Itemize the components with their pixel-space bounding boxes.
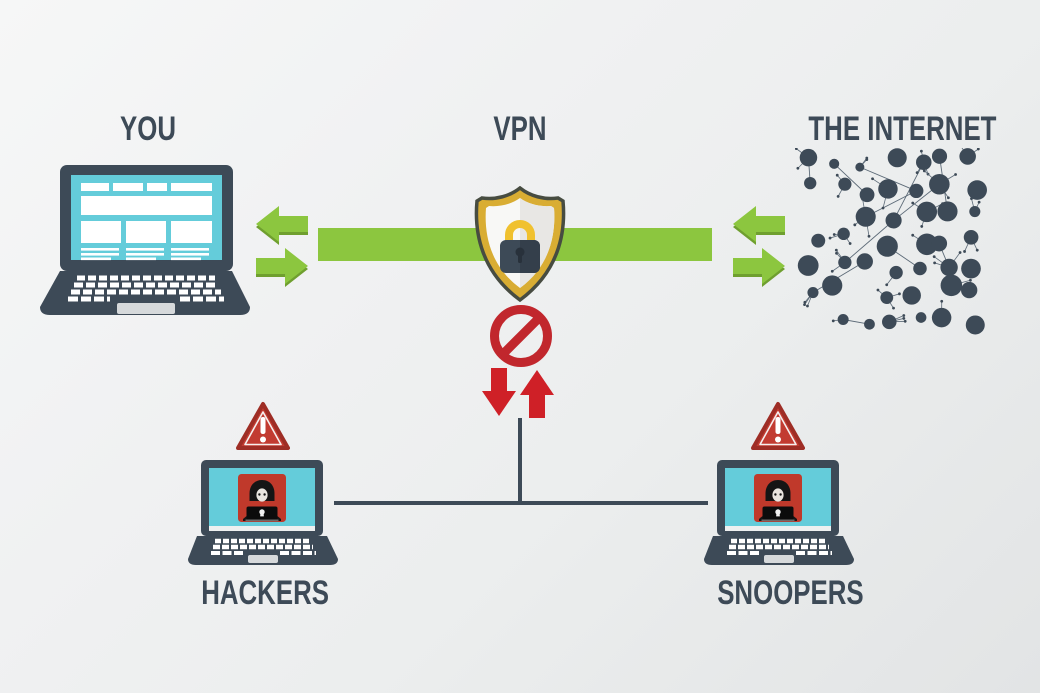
hacker-icon	[238, 474, 286, 522]
skull-icon	[775, 509, 781, 515]
hacker-laptop-icon	[188, 460, 338, 565]
laptop-trackpad	[764, 555, 794, 563]
exclamation-mark	[260, 417, 266, 434]
internet-network-icon	[795, 148, 987, 335]
no-entry-icon	[490, 305, 552, 367]
skull-icon	[259, 509, 265, 515]
label-the-internet: THE INTERNET	[808, 110, 997, 148]
warning-triangle-icon	[236, 402, 290, 450]
hacker-icon	[754, 474, 802, 522]
warning-triangle-icon	[751, 402, 805, 450]
padlock-keyhole	[515, 247, 525, 257]
laptop-icon	[40, 165, 250, 315]
arrow-left-icon	[733, 206, 785, 245]
laptop-trackpad	[248, 555, 278, 563]
padlock-shackle	[505, 220, 535, 244]
arrow-right-icon	[733, 248, 785, 287]
hackers-snoopers-line	[334, 501, 708, 505]
browser-mockup	[81, 183, 212, 261]
label-you: YOU	[119, 110, 177, 148]
shield-lock-icon	[474, 186, 566, 303]
padlock-keyhole-stem	[518, 254, 522, 263]
padlock-body-shade	[520, 240, 540, 273]
label-hackers: HACKERS	[201, 574, 329, 612]
hacker-laptop-icon	[704, 460, 854, 565]
laptop-keyboard	[211, 538, 316, 555]
laptop-trackpad	[117, 303, 175, 314]
arrow-left-icon	[256, 206, 308, 245]
blocked-connection-line	[518, 418, 522, 505]
laptop-keyboard	[68, 275, 224, 302]
arrow-down-icon	[482, 368, 516, 416]
arrow-right-icon	[256, 248, 308, 287]
laptop-keyboard	[727, 538, 832, 555]
label-snoopers: SNOOPERS	[717, 574, 864, 612]
arrow-up-icon	[520, 370, 554, 418]
exclamation-mark	[775, 417, 781, 434]
label-vpn: VPN	[493, 110, 547, 148]
